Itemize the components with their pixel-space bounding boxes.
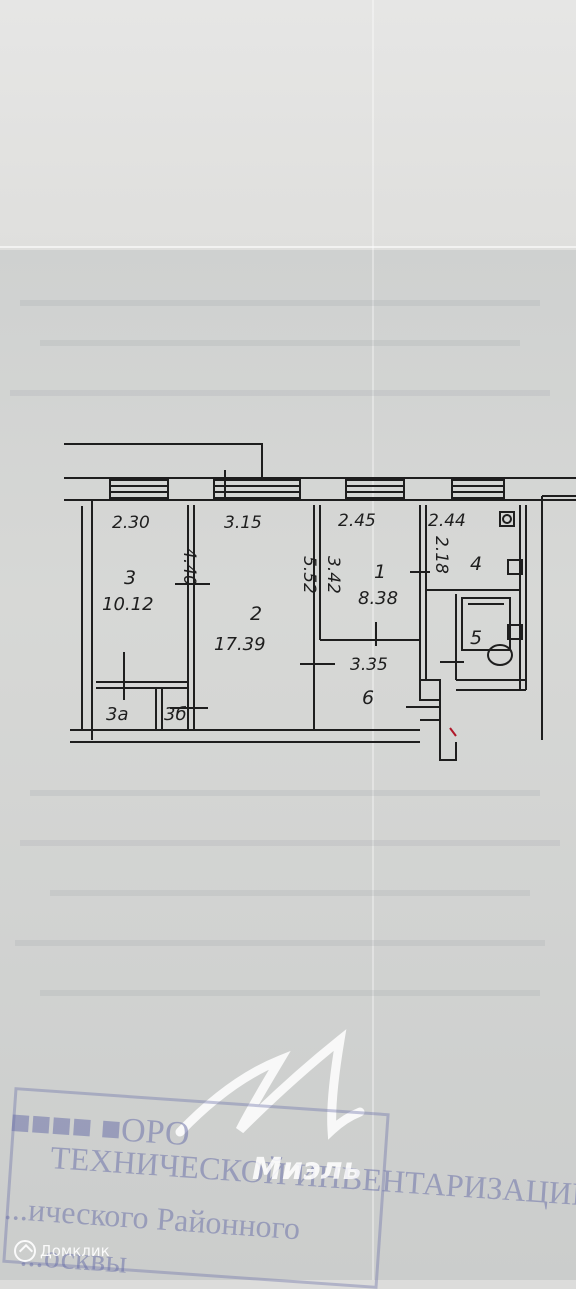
wall [64, 443, 263, 478]
room-1-depth-label: 3.42 [323, 556, 343, 594]
room-1-width-label: 2.45 [338, 511, 376, 531]
background-print [10, 390, 550, 396]
room-6-width-label: 3.35 [350, 655, 388, 675]
room-3a-number: 3а [106, 704, 128, 725]
room-3-number: 3 [124, 567, 136, 589]
room-1-number: 1 [374, 561, 386, 583]
background-print [20, 840, 560, 846]
domclick-label: Домклик [40, 1242, 110, 1260]
background-print [40, 990, 540, 996]
room-3-width-label: 2.30 [112, 513, 150, 533]
watermark-brand: Миэль [252, 1152, 362, 1187]
room-4-width-label: 2.44 [428, 511, 466, 531]
room-5-number: 5 [470, 627, 482, 649]
room-3-depth-label: 4.40 [179, 548, 199, 586]
room-4-number: 4 [470, 553, 482, 575]
room-3-area: 10.12 [102, 594, 154, 615]
home-icon [14, 1240, 36, 1262]
background-print [40, 340, 520, 346]
domclick-badge[interactable]: Домклик [14, 1240, 110, 1262]
background-print [20, 300, 540, 306]
room-1-area: 8.38 [358, 588, 398, 609]
paper-fold-line [0, 246, 576, 248]
background-print [15, 940, 545, 946]
room-2-width-label: 3.15 [224, 513, 262, 533]
room-4-depth-label: 2.18 [431, 536, 451, 574]
background-print [30, 790, 540, 796]
room-2-area: 17.39 [214, 634, 266, 655]
room-3b-number: 3б [164, 704, 187, 725]
room-2-number: 2 [250, 603, 262, 625]
background-print [50, 890, 530, 896]
room-2-depth-label: 5.52 [299, 556, 319, 594]
room-6-number: 6 [362, 687, 374, 709]
brand-logo-icon [175, 1029, 365, 1140]
